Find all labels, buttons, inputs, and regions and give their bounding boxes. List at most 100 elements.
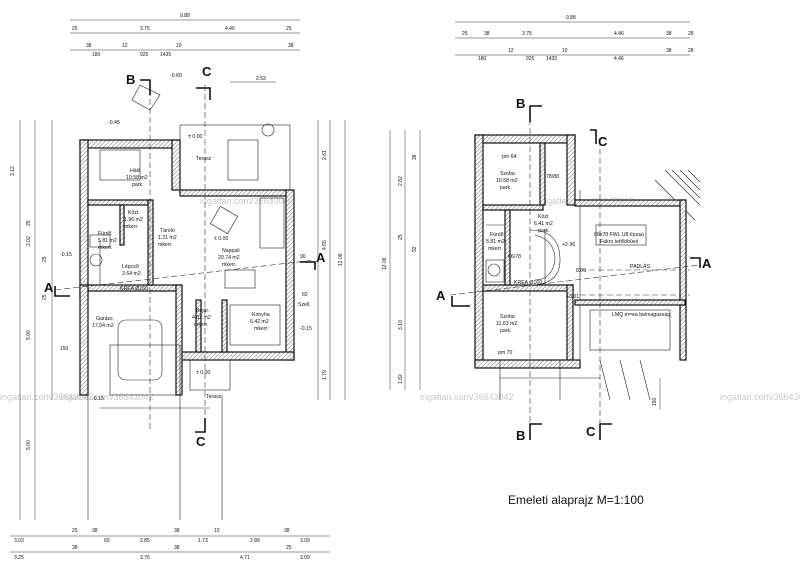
dim-text: 2.85 bbox=[140, 538, 150, 544]
dim-text: 1435 bbox=[160, 52, 171, 58]
dim-text: 3.03 bbox=[14, 538, 24, 544]
room-name: Lépcső bbox=[122, 264, 139, 270]
dim-text: 3.75 bbox=[140, 26, 150, 32]
dim-text: 3.10 bbox=[398, 320, 404, 330]
dim-text: 38 bbox=[484, 31, 490, 37]
room-area: 10.58 m2 bbox=[126, 175, 148, 181]
dim-text: 4.65 bbox=[322, 240, 328, 250]
dim-text: 38 bbox=[666, 31, 672, 37]
ground-dims-left: 3.12 25 2.02 25 5.00 5.00 25 150 bbox=[10, 120, 69, 520]
ground-room-labels: Háló 10.58 m2 park. Fürdő 5.81 m2 mkerr.… bbox=[60, 73, 312, 402]
dim-text: 3.12 bbox=[10, 166, 16, 176]
room-name: Szell. bbox=[298, 302, 311, 308]
room-floor: park. bbox=[500, 185, 512, 191]
room-area: 5.81 m2 bbox=[98, 238, 117, 244]
room-name: Nappali bbox=[222, 248, 240, 254]
roof-lines bbox=[579, 169, 701, 360]
dim-text: 4.46 bbox=[614, 31, 624, 37]
dim-text: 38 bbox=[92, 528, 98, 534]
dim-text: 5.00 bbox=[26, 330, 32, 340]
dim-text: 25 bbox=[42, 256, 48, 262]
room-name: Bejár. bbox=[196, 308, 209, 314]
watermark-text: ingatlan.com/36643042 bbox=[720, 392, 800, 402]
label-step: 82/5 bbox=[576, 268, 586, 274]
dim-text: 3.75 bbox=[522, 31, 532, 37]
label-pm: pm 64 bbox=[502, 154, 517, 160]
dim-text: 4.71 bbox=[240, 555, 250, 561]
label-pm: pm 70 bbox=[498, 350, 513, 356]
room-name: Konyha bbox=[252, 312, 270, 318]
label-door: 66/78 bbox=[508, 254, 521, 260]
section-marker-a: A bbox=[44, 280, 54, 295]
dim-text: 2.61 bbox=[322, 150, 328, 160]
upper-furniture bbox=[485, 224, 671, 401]
dim-text: 180 bbox=[92, 52, 101, 58]
dim-text: 92 bbox=[412, 246, 418, 252]
dim-text: 12 bbox=[508, 48, 514, 54]
dim-text: 60 bbox=[104, 538, 110, 544]
room-name: Garázs bbox=[96, 316, 113, 322]
dim-text: 25 bbox=[286, 26, 292, 32]
room-floor: mkerr. bbox=[222, 262, 236, 268]
level-label: -0.15 bbox=[300, 326, 312, 332]
dim-text: 3.25 bbox=[14, 555, 24, 561]
room-name: PADLÁS bbox=[630, 263, 651, 270]
ground-dims-top: 9.88 25 3.75 4.46 25 38 180 12 925 1435 … bbox=[70, 13, 300, 83]
dim-text: 925 bbox=[526, 56, 535, 62]
level-label: ± 0.00 bbox=[214, 236, 228, 242]
room-area: 6.41 m2 bbox=[534, 221, 553, 227]
krea-label: KREA Ø160 bbox=[514, 280, 542, 286]
upper-section-cuts: B C A A B C bbox=[436, 96, 712, 443]
room-area: 1.21 m2 bbox=[158, 235, 177, 241]
room-floor: park. bbox=[132, 182, 144, 188]
dim-text: 12.06 bbox=[382, 257, 388, 270]
dim-text: 25 bbox=[286, 545, 292, 551]
dim-text: 2.88 bbox=[250, 538, 260, 544]
dim-text: 5.00 bbox=[26, 440, 32, 450]
watermark-text: ingatlan.com/36643042 bbox=[420, 392, 514, 402]
room-area: 6.42 m2 bbox=[250, 319, 269, 325]
level-label: ± 0.00 bbox=[188, 134, 202, 140]
ground-walls bbox=[79, 139, 295, 396]
section-marker-b: B bbox=[516, 428, 525, 443]
section-marker-a: A bbox=[702, 256, 712, 271]
ground-floor-plan: 9.88 25 3.75 4.46 25 38 180 12 925 1435 … bbox=[10, 13, 346, 561]
watermark-text: ingatlan.com/36643042 bbox=[0, 392, 94, 402]
level-label: -0.45 bbox=[108, 120, 120, 126]
label-velux2: Fakro tetőkibúvó bbox=[600, 239, 638, 245]
dim-text: 38 bbox=[288, 43, 294, 49]
upper-floor-plan: 9.88 25 38 3.75 4.46 38 28 180 12 925 14… bbox=[382, 15, 712, 507]
room-name: Fürdő bbox=[490, 232, 504, 238]
room-floor: mkerr. bbox=[158, 242, 172, 248]
dim-text: 1.79 bbox=[322, 370, 328, 380]
dim-text: 25 bbox=[72, 528, 78, 534]
upper-walls bbox=[474, 134, 687, 369]
dim-text: 38 bbox=[412, 154, 418, 160]
room-name: Szoba bbox=[500, 314, 515, 320]
ground-dims-bottom: 3.03 25 38 60 2.85 38 1.73 10 2.88 38 3.… bbox=[10, 528, 330, 561]
dim-text: 2.02 bbox=[26, 236, 32, 246]
room-name: Terasz bbox=[206, 394, 222, 400]
room-area: 20.74 m2 bbox=[218, 255, 240, 261]
room-area: 5.81 m2 bbox=[486, 239, 505, 245]
room-name: Közl. bbox=[128, 210, 140, 216]
room-name: Fürdő bbox=[98, 231, 112, 237]
dim-text: 2.82 bbox=[398, 176, 404, 186]
dim-text: 38 bbox=[666, 48, 672, 54]
level-label: +2.96 bbox=[562, 242, 575, 248]
dim-text: 28 bbox=[688, 48, 694, 54]
room-area: 4.02 m2 bbox=[192, 315, 211, 321]
upper-dims-top: 9.88 25 38 3.75 4.46 38 28 180 12 925 14… bbox=[455, 15, 694, 62]
ground-section-cuts: B C A A C bbox=[44, 64, 326, 449]
dim-text: 12 bbox=[122, 43, 128, 49]
room-name: Tároló bbox=[160, 228, 175, 234]
section-marker-c: C bbox=[196, 434, 206, 449]
dim-text: 25 bbox=[26, 220, 32, 226]
label-door: 78/88 bbox=[546, 174, 559, 180]
room-floor: mkerr. bbox=[254, 326, 268, 332]
section-marker-c: C bbox=[586, 424, 596, 439]
dim-text: 25 bbox=[398, 234, 404, 240]
level-label: -0.15 bbox=[92, 396, 104, 402]
label-loft: LMQ m=ea belmagasság bbox=[612, 312, 670, 318]
